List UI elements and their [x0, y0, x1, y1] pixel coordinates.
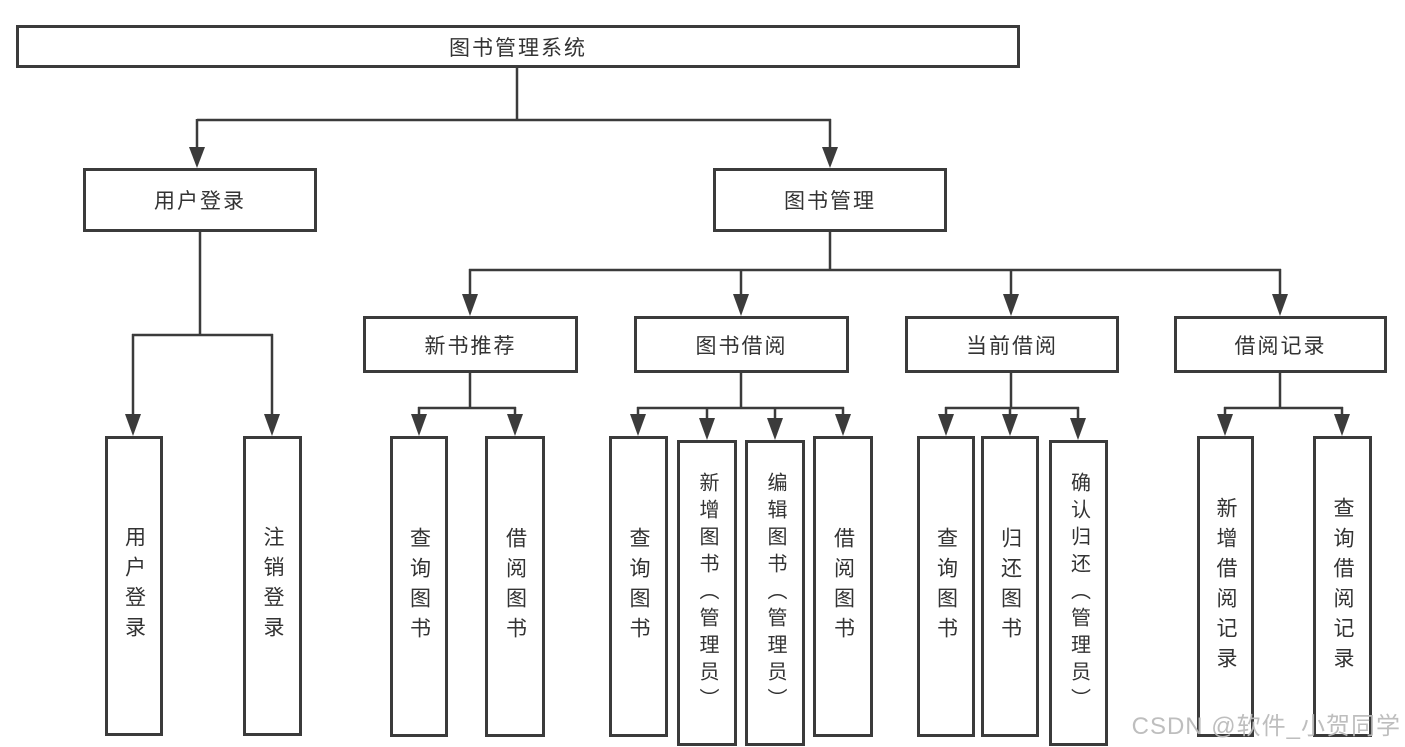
- leaf-bb-query-books: 查询图书: [609, 436, 668, 737]
- node-new-book-recommend-label: 新书推荐: [424, 334, 517, 358]
- leaf-user-login: 用户登录: [105, 436, 163, 736]
- leaf-nb-query-books: 查询图书: [390, 436, 448, 737]
- leaf-br-query-record: 查询借阅记录: [1313, 436, 1372, 737]
- leaf-bb-add-books-admin: 新增图书（管理员）: [677, 440, 737, 746]
- node-book-management-label: 图书管理: [784, 190, 876, 213]
- leaf-cb-confirm-return-admin-label: 确认归还（管理员）: [1067, 471, 1090, 715]
- node-user-login-label: 用户登录: [154, 190, 246, 213]
- node-borrow-records-label: 借阅记录: [1234, 334, 1327, 358]
- leaf-logout: 注销登录: [243, 436, 302, 736]
- leaf-bb-add-books-admin-label: 新增图书（管理员）: [696, 471, 718, 715]
- leaf-cb-query-books: 查询图书: [917, 436, 975, 737]
- node-new-book-recommend: 新书推荐: [363, 316, 578, 373]
- node-current-borrow: 当前借阅: [905, 316, 1119, 373]
- leaf-cb-query-books-label: 查询图书: [934, 526, 958, 647]
- arrowheads: [125, 147, 1350, 440]
- leaf-br-add-record: 新增借阅记录: [1197, 436, 1254, 737]
- node-book-borrow-label: 图书借阅: [695, 334, 788, 358]
- leaf-user-login-label: 用户登录: [122, 526, 146, 646]
- csdn-watermark: CSDN @软件_小贺同学: [1131, 713, 1401, 740]
- leaf-logout-label: 注销登录: [261, 526, 284, 646]
- node-borrow-records: 借阅记录: [1174, 316, 1387, 373]
- leaf-cb-return-books-label: 归还图书: [998, 526, 1022, 647]
- node-current-borrow-label: 当前借阅: [966, 334, 1058, 358]
- node-root: 图书管理系统: [16, 25, 1020, 68]
- leaf-bb-edit-books-admin-label: 编辑图书（管理员）: [764, 471, 786, 715]
- leaf-br-query-record-label: 查询借阅记录: [1331, 496, 1354, 677]
- leaf-nb-query-books-label: 查询图书: [407, 526, 431, 647]
- node-user-login: 用户登录: [83, 168, 317, 232]
- leaf-nb-borrow-books-label: 借阅图书: [503, 526, 527, 647]
- leaf-br-add-record-label: 新增借阅记录: [1214, 496, 1237, 677]
- leaf-cb-confirm-return-admin: 确认归还（管理员）: [1049, 440, 1108, 746]
- leaf-bb-query-books-label: 查询图书: [627, 526, 650, 647]
- leaf-bb-borrow-books: 借阅图书: [813, 436, 873, 737]
- leaf-nb-borrow-books: 借阅图书: [485, 436, 545, 737]
- node-book-borrow: 图书借阅: [634, 316, 849, 373]
- node-book-management: 图书管理: [713, 168, 947, 232]
- leaf-cb-return-books: 归还图书: [981, 436, 1039, 737]
- leaf-bb-borrow-books-label: 借阅图书: [831, 526, 855, 647]
- leaf-bb-edit-books-admin: 编辑图书（管理员）: [745, 440, 805, 746]
- node-root-label: 图书管理系统: [449, 36, 587, 60]
